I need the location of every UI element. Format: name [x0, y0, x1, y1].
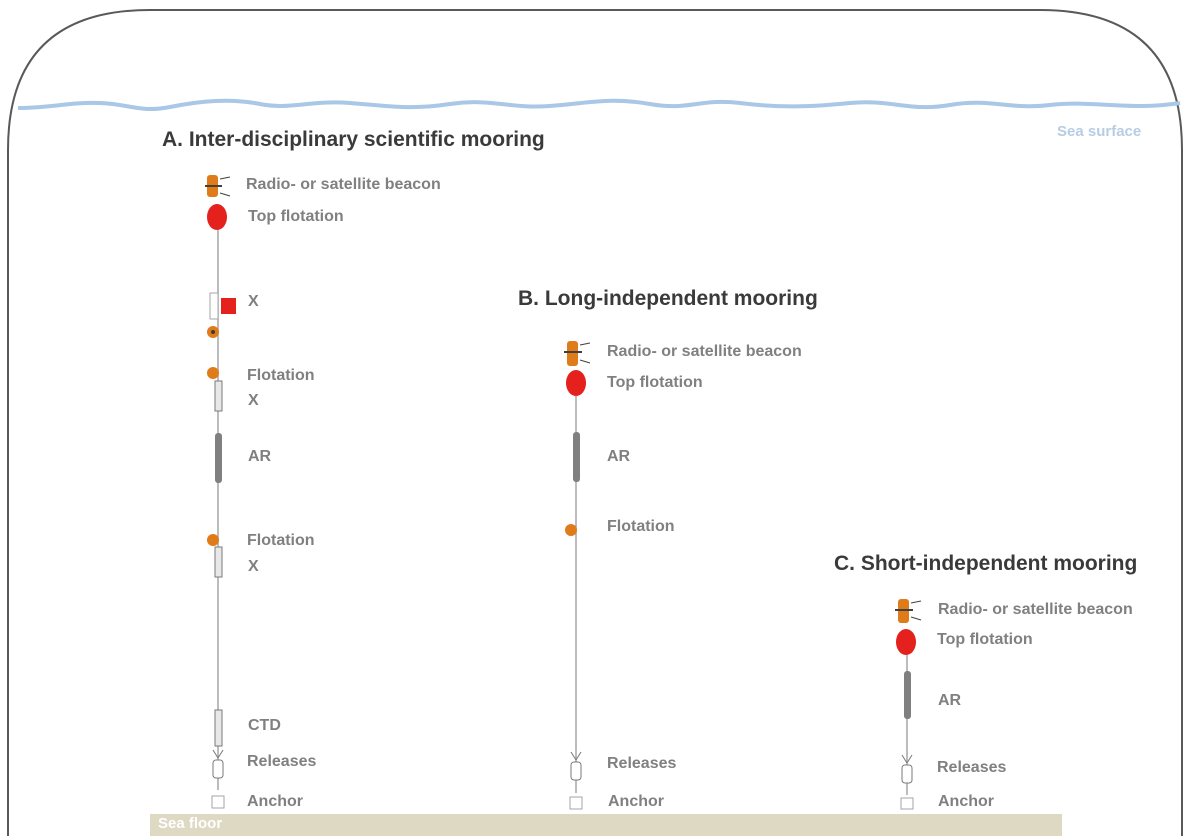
- top-float-icon: [207, 204, 227, 230]
- mooring-c-ar-label: AR: [938, 692, 962, 709]
- mooring-c-top-float-label: Top flotation: [937, 631, 1033, 648]
- mooring-a-anchor-label: Anchor: [247, 793, 303, 810]
- mooring-b-float1-label: Flotation: [607, 518, 675, 535]
- float-icon: [207, 367, 219, 379]
- anchor-icon: [211, 795, 225, 809]
- beacon-icon: [564, 341, 591, 366]
- mooring-b-ar-label: AR: [607, 448, 631, 465]
- instrument-x-icon: [214, 380, 223, 412]
- mooring-b-releases-label: Releases: [607, 755, 677, 772]
- anchor-icon: [900, 797, 914, 810]
- beacon-icon: [895, 599, 922, 623]
- frame-outline: [7, 9, 1183, 836]
- acoustic-recorder-icon: [573, 432, 580, 482]
- mooring-a-beacon-label: Radio- or satellite beacon: [246, 176, 441, 193]
- mooring-b-title: B. Long-independent mooring: [518, 287, 818, 310]
- float-icon: [565, 524, 577, 536]
- mooring-a: [205, 175, 236, 809]
- mooring-b-anchor-label: Anchor: [608, 793, 664, 810]
- mooring-a-x3-label: X: [248, 558, 259, 575]
- sea-surface-wave: [17, 98, 1181, 112]
- mooring-a-x2-label: X: [248, 392, 259, 409]
- mooring-c-beacon-label: Radio- or satellite beacon: [938, 601, 1133, 618]
- mooring-a-x1-label: X: [248, 293, 259, 310]
- mooring-b-beacon-label: Radio- or satellite beacon: [607, 343, 802, 360]
- mooring-a-top-float-label: Top flotation: [248, 208, 344, 225]
- mooring-c-releases-label: Releases: [937, 759, 1007, 776]
- sea-floor: Sea floor: [150, 814, 1062, 836]
- mooring-a-float1-label: Flotation: [247, 367, 315, 384]
- releases-icon: [570, 751, 582, 781]
- anchor-icon: [569, 796, 583, 810]
- mooring-c: [895, 599, 922, 810]
- top-float-icon: [896, 629, 916, 655]
- instrument-x-icon: [214, 546, 223, 578]
- sea-floor-label: Sea floor: [158, 815, 223, 832]
- beacon-icon: [205, 175, 231, 197]
- ctd-icon: [214, 709, 223, 747]
- top-float-icon: [566, 370, 586, 396]
- mooring-b: [564, 341, 591, 810]
- sea-surface-label: Sea surface: [1057, 123, 1142, 140]
- mooring-c-title: C. Short-independent mooring: [834, 552, 1138, 575]
- releases-icon: [212, 749, 224, 779]
- float-icon: [207, 534, 219, 546]
- mooring-a-title: A. Inter-disciplinary scientific mooring: [162, 128, 545, 151]
- acoustic-recorder-icon: [904, 671, 911, 719]
- mooring-a-releases-label: Releases: [247, 753, 317, 770]
- mooring-a-ar-label: AR: [248, 448, 272, 465]
- mooring-b-top-float-label: Top flotation: [607, 374, 703, 391]
- mooring-a-ctd-label: CTD: [248, 717, 281, 734]
- mooring-a-float2-label: Flotation: [247, 532, 315, 549]
- mooring-c-anchor-label: Anchor: [938, 793, 994, 810]
- acoustic-recorder-icon: [215, 433, 222, 483]
- releases-icon: [901, 754, 913, 784]
- instrument-x-icon: [209, 292, 236, 320]
